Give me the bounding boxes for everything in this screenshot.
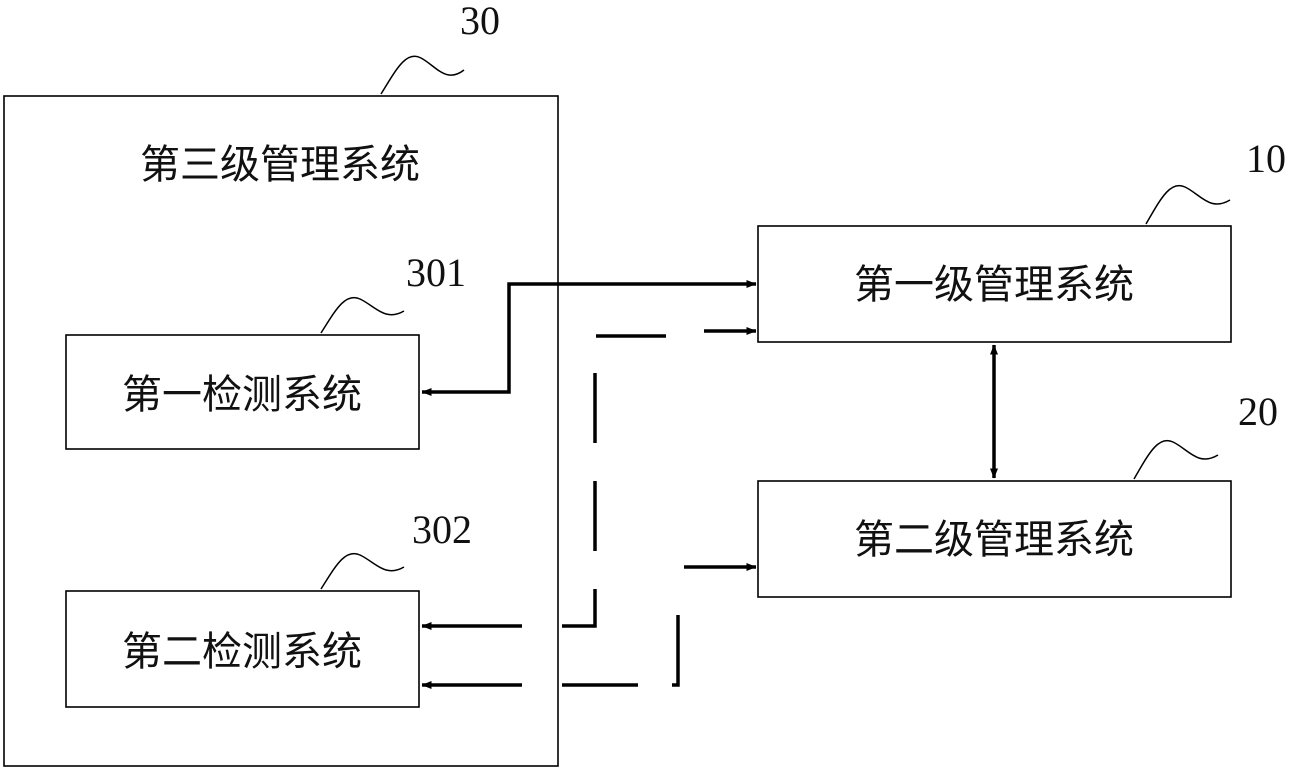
level-2-system-box: 第二级管理系统: [757, 480, 1232, 598]
ref-301-callout: 301: [320, 250, 466, 334]
ref-10-callout: 10: [1145, 136, 1286, 225]
detection-system-2-box: 第二检测系统: [65, 590, 420, 708]
ref-30-label: 30: [460, 0, 500, 43]
ref-10-label: 10: [1246, 136, 1286, 181]
detection2-level1-dashed-connector: [421, 327, 757, 630]
ref-302-callout: 302: [320, 507, 472, 590]
outer-system-box: 第三级管理系统: [3, 95, 559, 767]
detection-system-1-label: 第一检测系统: [122, 372, 362, 418]
ref-301-label: 301: [406, 250, 466, 295]
detection-system-1-box: 第一检测系统: [65, 334, 420, 450]
outer-system-title: 第三级管理系统: [140, 142, 420, 188]
detection2-level2-dashed-connector: [421, 563, 757, 689]
level-1-system-box: 第一级管理系统: [757, 225, 1232, 343]
ref-20-label: 20: [1238, 389, 1278, 434]
level-1-system-label: 第一级管理系统: [854, 262, 1134, 308]
ref-30-callout: 30: [380, 0, 500, 95]
ref-302-label: 302: [412, 507, 472, 552]
level-2-system-label: 第二级管理系统: [854, 517, 1134, 563]
detection1-level1-connector: [421, 280, 757, 396]
ref-20-callout: 20: [1133, 389, 1278, 480]
detection-system-2-label: 第二检测系统: [122, 629, 362, 675]
